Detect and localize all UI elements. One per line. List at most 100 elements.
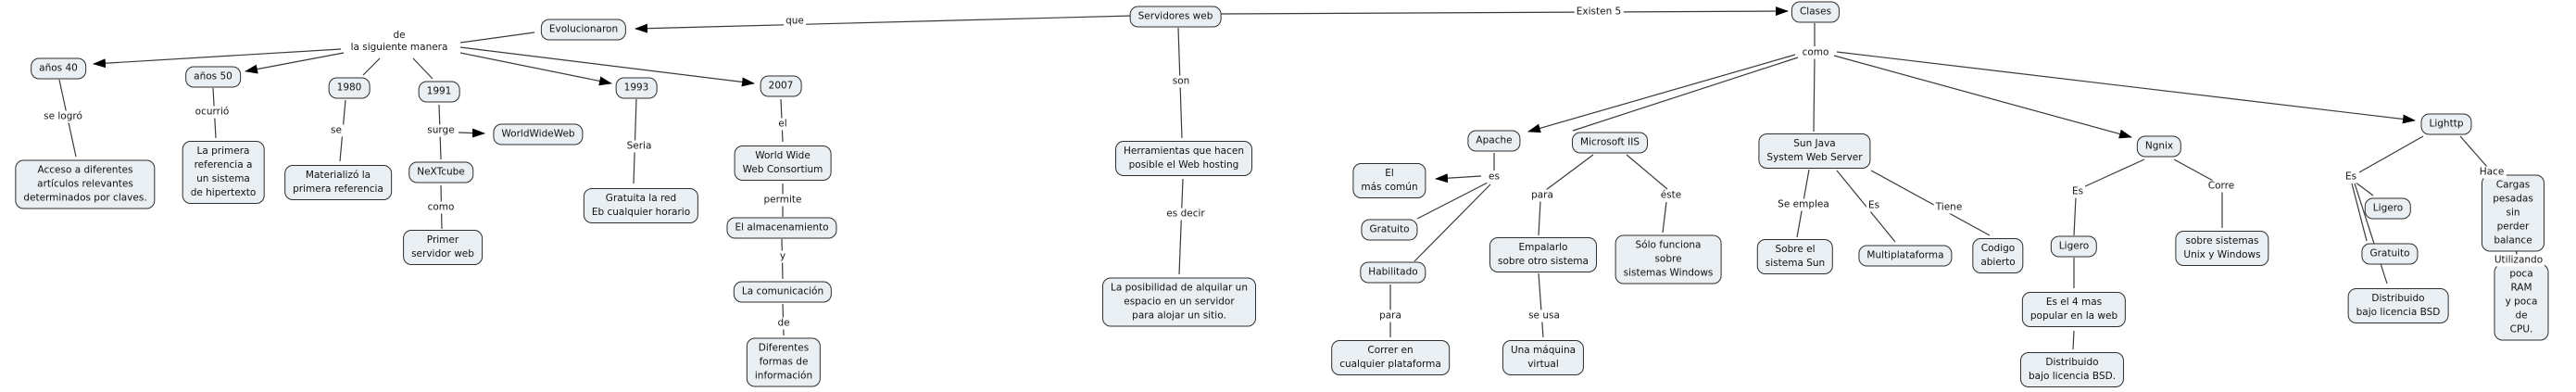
node-ngnix[interactable]: Ngnix	[2136, 135, 2182, 158]
node-gratuita-red[interactable]: Gratuita la red Eb cualquier horario	[583, 188, 699, 223]
link-label-seria[interactable]: Seria	[624, 140, 654, 153]
connector-line	[2173, 158, 2216, 183]
connector-line	[2354, 183, 2388, 285]
node-primer-servidor-web[interactable]: Primer servidor web	[403, 230, 483, 265]
node-ano-2007[interactable]: 2007	[760, 75, 802, 97]
connector-line	[1527, 54, 1796, 133]
link-label-se[interactable]: se	[329, 124, 344, 137]
link-label-que[interactable]: que	[784, 15, 806, 28]
link-label-corre[interactable]: Corre	[2205, 180, 2237, 193]
node-microsoft-iis[interactable]: Microsoft IIS	[1572, 132, 1648, 154]
node-ano-1980[interactable]: 1980	[328, 77, 371, 99]
node-correr-plataforma[interactable]: Correr en cualquier plataforma	[1331, 340, 1450, 375]
node-cargas-pesadas[interactable]: Cargas pesadas sin perder balance	[2482, 174, 2545, 252]
node-nextcube[interactable]: NeXTcube	[408, 161, 473, 183]
link-label-es-decir[interactable]: es decir	[1164, 208, 1207, 221]
link-label-este[interactable]: éste	[1658, 189, 1684, 202]
connector-line	[1178, 178, 1184, 275]
node-w3-consortium[interactable]: World Wide Web Consortium	[734, 145, 832, 181]
node-poca-ram[interactable]: poca RAM y poca de CPU.	[2494, 263, 2549, 341]
connector-line	[1572, 57, 1799, 132]
link-label-de-la-siguiente-manera[interactable]: de la siguiente manera	[348, 30, 450, 54]
node-sun-java-server[interactable]: Sun Java System Web Server	[1758, 133, 1871, 169]
node-el-mas-comun[interactable]: El más común	[1352, 163, 1426, 198]
link-label-se-usa[interactable]: se usa	[1527, 310, 1562, 322]
node-ligero-lighttp[interactable]: Ligero	[2364, 197, 2412, 220]
node-lighttp[interactable]: Lighttp	[2420, 113, 2472, 135]
link-label-para-iis[interactable]: para	[1529, 189, 1555, 202]
node-anos-40[interactable]: años 40	[31, 57, 86, 80]
node-ano-1993[interactable]: 1993	[615, 77, 658, 99]
node-sobre-sistema-sun[interactable]: Sobre el sistema Sun	[1756, 239, 1834, 274]
link-label-como-nextcube[interactable]: como	[425, 201, 457, 214]
node-gratuito-apache[interactable]: Gratuito	[1361, 219, 1418, 241]
link-label-permite[interactable]: permite	[761, 194, 804, 207]
link-label-para-habilitado[interactable]: para	[1377, 310, 1403, 322]
link-label-es-lighttp[interactable]: Es	[2343, 171, 2359, 183]
link-label-hace[interactable]: Hace	[2477, 166, 2507, 179]
link-label-utilizando[interactable]: Utilizando	[2492, 254, 2545, 267]
link-label-de[interactable]: de	[775, 317, 792, 330]
node-empalarlo-sistema[interactable]: Empalarlo sobre otro sistema	[1489, 237, 1597, 272]
connector-line	[412, 57, 434, 80]
connector-line	[459, 52, 612, 86]
node-herramientas-hosting[interactable]: Herramientas que hacen posible el Web ho…	[1115, 141, 1252, 176]
node-licencia-bsd-ngnix[interactable]: Distribuido bajo licencia BSD.	[2019, 352, 2125, 387]
node-ligero-ngnix[interactable]: Ligero	[2050, 235, 2098, 258]
link-label-como-clases[interactable]: como	[1800, 46, 1831, 59]
node-evolucionaron[interactable]: Evolucionaron	[540, 19, 627, 41]
link-label-son[interactable]: son	[1170, 75, 1192, 88]
node-materializo-referencia[interactable]: Materializó la primera referencia	[284, 165, 392, 200]
connector-line	[1836, 170, 1896, 243]
connector-line	[1538, 200, 1541, 236]
connector-line	[2073, 196, 2077, 236]
connector-line	[1414, 183, 1491, 262]
node-multiplataforma[interactable]: Multiplataforma	[1858, 245, 1953, 267]
connector-line	[1870, 170, 1991, 236]
link-label-y[interactable]: y	[777, 250, 788, 263]
connector-line	[2459, 135, 2488, 168]
link-label-es-sun[interactable]: Es	[1866, 199, 1882, 212]
connector-line	[2358, 135, 2424, 173]
link-label-es-apache[interactable]: es	[1487, 171, 1502, 183]
node-licencia-bsd-lighttp[interactable]: Distribuido bajo licencia BSD	[2347, 288, 2449, 323]
node-solo-windows[interactable]: Sólo funciona sobre sistemas Windows	[1615, 234, 1722, 285]
node-formas-informacion[interactable]: Diferentes formas de información	[746, 337, 822, 387]
node-apache[interactable]: Apache	[1467, 130, 1521, 152]
node-habilitado[interactable]: Habilitado	[1360, 261, 1426, 284]
connector-line	[459, 46, 755, 87]
link-label-ocurrio[interactable]: ocurrió	[193, 106, 232, 119]
link-label-se-emplea[interactable]: Se emplea	[1776, 198, 1831, 211]
connector-line	[1833, 55, 2132, 139]
node-clases[interactable]: Clases	[1791, 1, 1841, 23]
node-acceso-claves[interactable]: Acceso a diferentes artículos relevantes…	[15, 159, 156, 209]
node-ano-1991[interactable]: 1991	[418, 81, 460, 103]
node-popular-web[interactable]: Es el 4 mas popular en la web	[2021, 292, 2127, 327]
node-maquina-virtual[interactable]: Una máquina virtual	[1502, 340, 1585, 375]
node-posibilidad-alquilar[interactable]: La posibilidad de alquilar un espacio en…	[1102, 277, 1256, 327]
link-label-existen-5[interactable]: Existen 5	[1574, 6, 1624, 19]
node-referencia-hipertexto[interactable]: La primera referencia a un sistema de hi…	[182, 141, 265, 204]
node-codigo-abierto[interactable]: Codigo abierto	[1972, 238, 2024, 273]
connector-line	[1813, 57, 1816, 133]
connector-line	[1626, 154, 1668, 190]
connector-line	[1435, 173, 1482, 183]
link-label-es-ngnix[interactable]: Es	[2069, 185, 2086, 198]
link-label-tiene[interactable]: Tiene	[1933, 201, 1965, 214]
connector-line	[1836, 51, 2416, 124]
connector-line	[1662, 201, 1667, 234]
link-label-el[interactable]: el	[776, 118, 789, 131]
node-servidores-web[interactable]: Servidores web	[1129, 6, 1222, 28]
connector-line	[245, 52, 345, 74]
connector-line	[1545, 154, 1594, 191]
link-label-surge[interactable]: surge	[425, 124, 457, 137]
node-worldwideweb[interactable]: WorldWideWeb	[493, 123, 584, 145]
node-comunicacion[interactable]: La comunicación	[733, 281, 833, 303]
node-anos-50[interactable]: años 50	[185, 66, 241, 88]
link-label-se-logro[interactable]: se logró	[42, 110, 84, 123]
node-almacenamiento[interactable]: El almacenamiento	[726, 217, 837, 239]
connector-line	[459, 32, 535, 44]
node-unix-windows[interactable]: sobre sistemas Unix y Windows	[2175, 231, 2269, 266]
connector-line	[635, 15, 1134, 33]
node-gratuito-lighttp[interactable]: Gratuito	[2361, 243, 2419, 265]
